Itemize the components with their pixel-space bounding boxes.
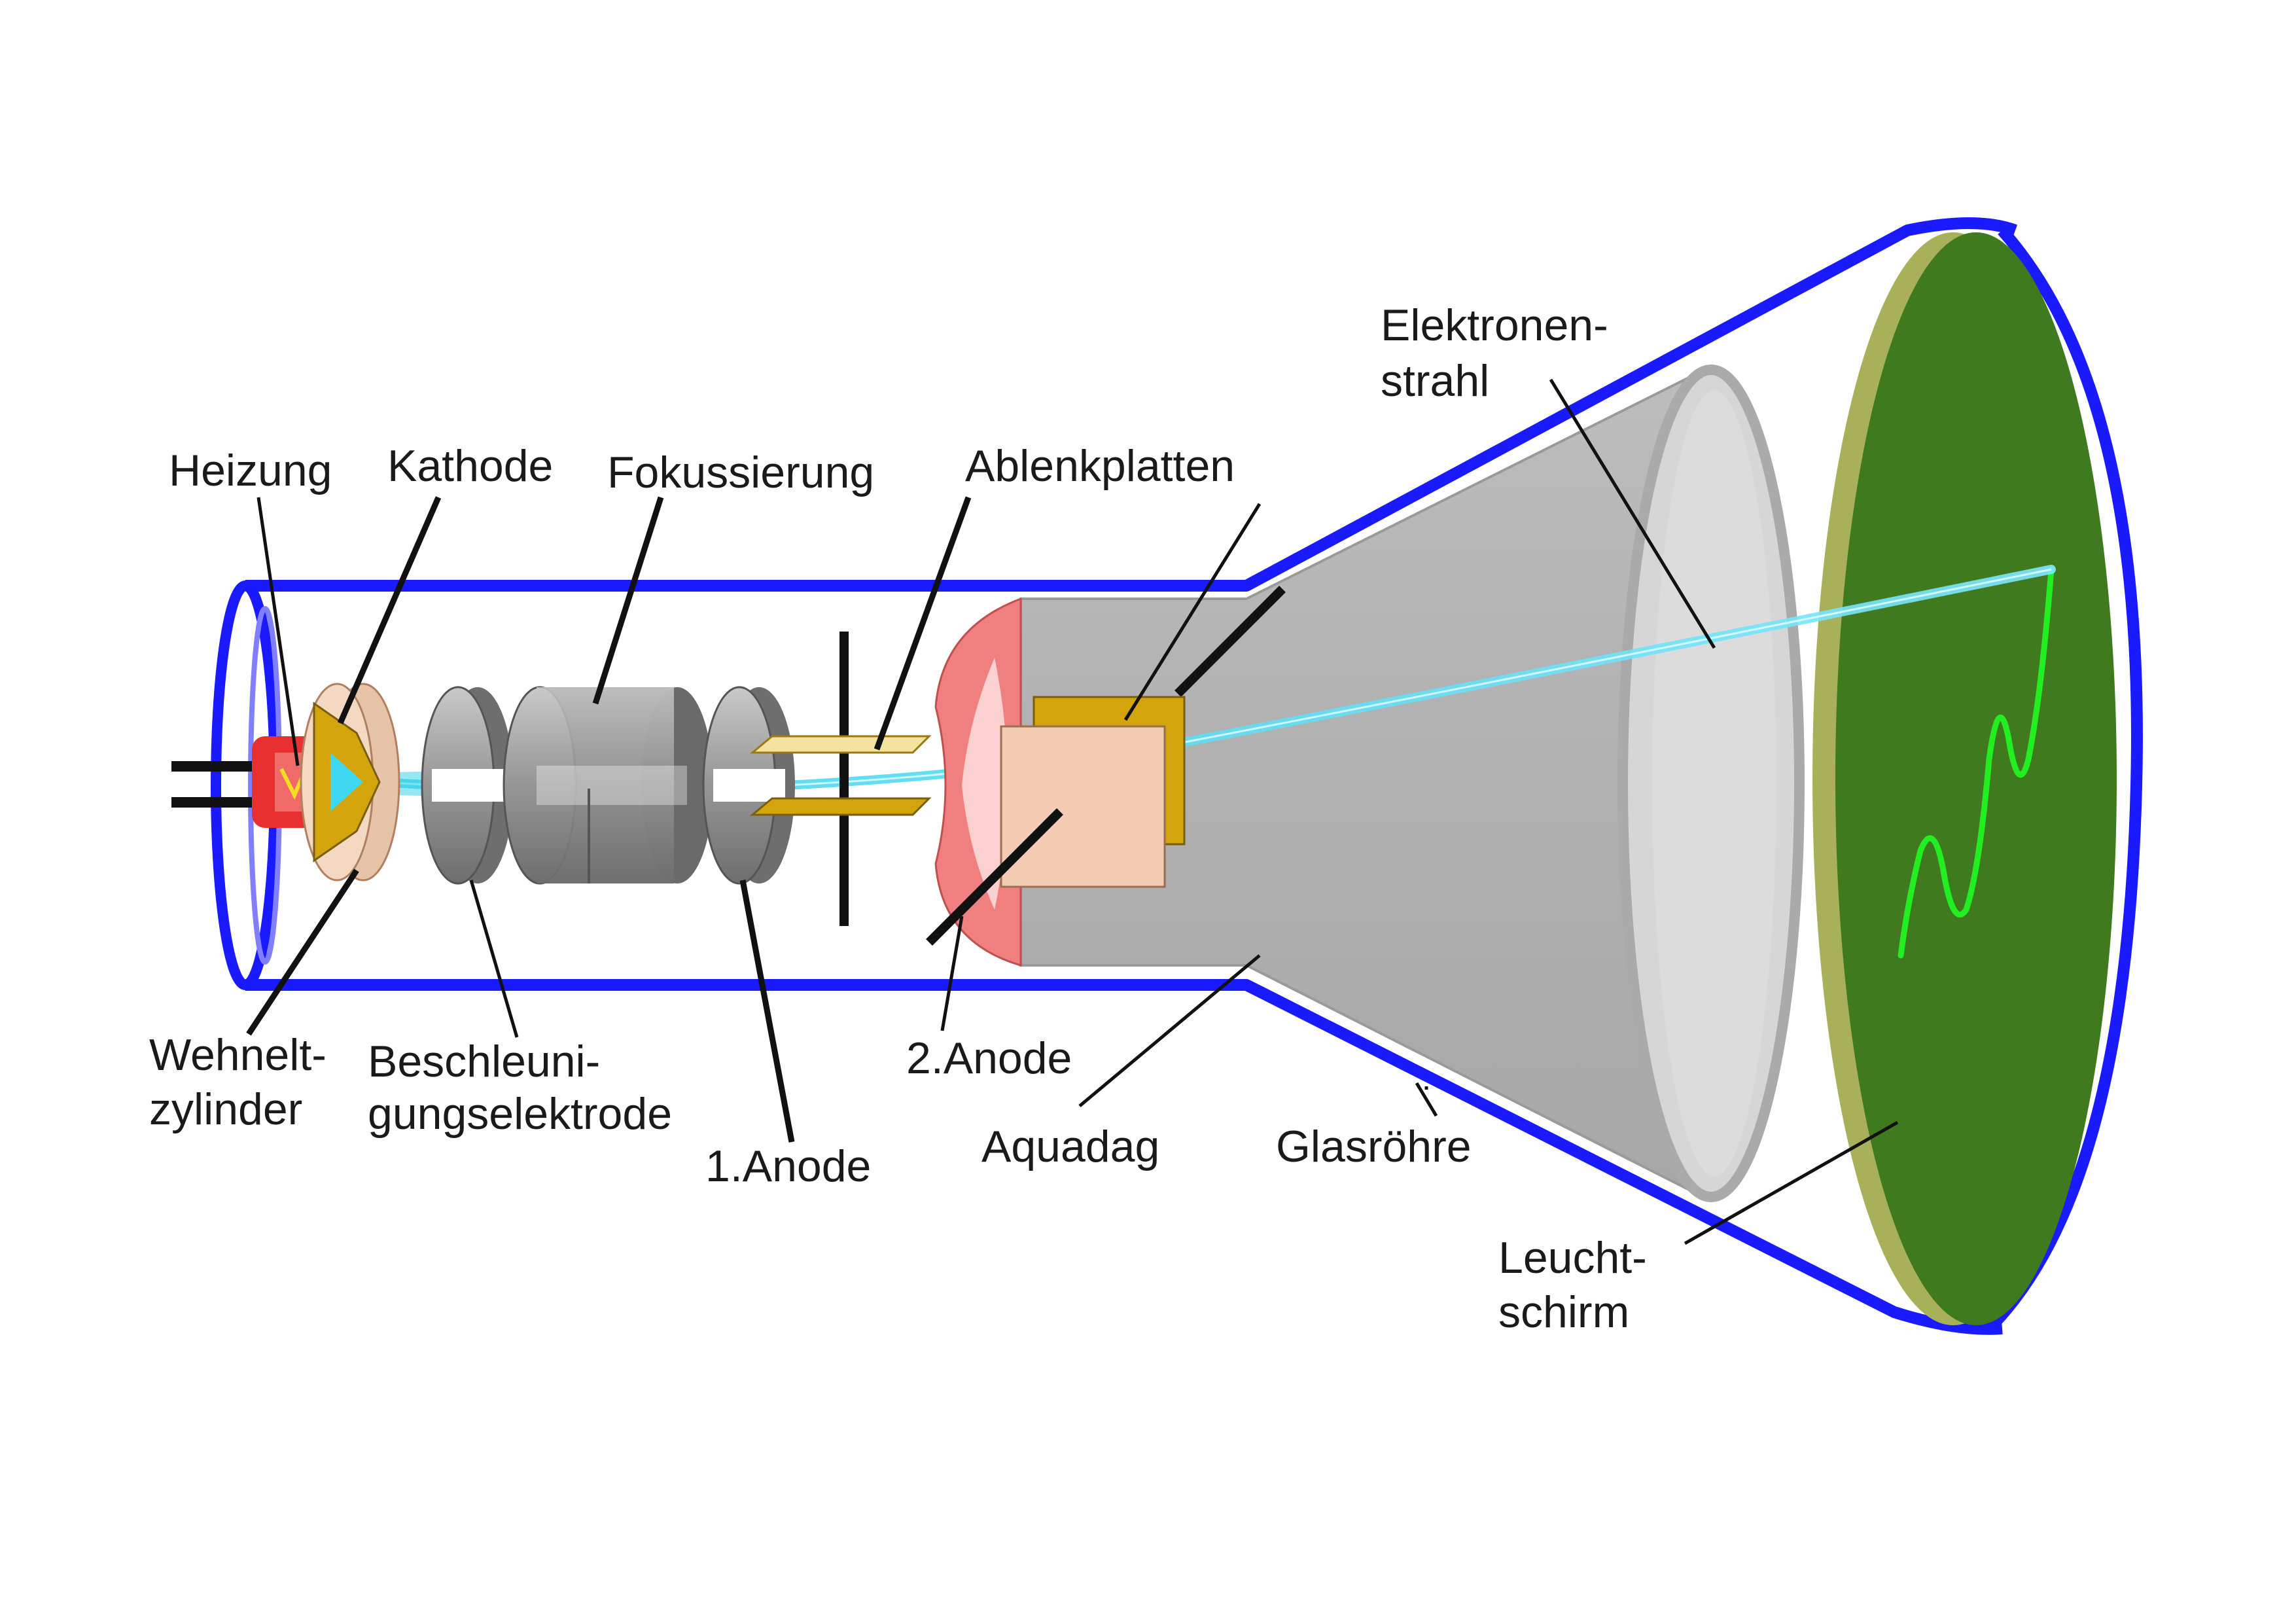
label-anode-1: 1.Anode: [705, 1141, 871, 1191]
label-beschleunigung-line1: Beschleuni-: [368, 1037, 600, 1086]
label-elektronenstrahl-line2: strahl: [1381, 356, 1489, 406]
label-ablenkplatten: Ablenkplatten: [965, 441, 1235, 491]
label-wehnelt-line2: zylinder: [149, 1084, 302, 1134]
labels: Heizung Kathode Fokussierung Ablenkplatt…: [149, 300, 1647, 1337]
cathode-assembly: [171, 683, 400, 882]
acceleration-electrode: [421, 686, 514, 885]
label-fokussierung: Fokussierung: [607, 448, 874, 497]
aquadag-coating: [1019, 365, 1805, 1202]
label-glasroehre: Glasröhre: [1276, 1122, 1472, 1171]
glass-tube: [211, 217, 2143, 1335]
label-elektronenstrahl-line1: Elektronen-: [1381, 300, 1608, 350]
label-aquadag: Aquadag: [981, 1122, 1159, 1171]
label-wehnelt-line1: Wehnelt-: [149, 1030, 327, 1080]
horizontal-deflection-plates: [926, 586, 1286, 946]
leader-lines: [246, 378, 1899, 1245]
phosphor-screen: [1812, 232, 2117, 1325]
label-leuchtschirm-line2: schirm: [1498, 1287, 1629, 1337]
first-anode: [702, 686, 795, 885]
label-kathode: Kathode: [387, 441, 553, 491]
label-beschleunigung-line2: gungselektrode: [368, 1089, 672, 1139]
label-leuchtschirm-line1: Leucht-: [1498, 1233, 1647, 1283]
screen-trace: [1898, 566, 2055, 959]
label-anode-2: 2.Anode: [906, 1033, 1072, 1083]
label-heizung: Heizung: [169, 446, 332, 495]
focusing-electrode: [503, 686, 713, 885]
vertical-deflection-plates: [749, 632, 932, 926]
